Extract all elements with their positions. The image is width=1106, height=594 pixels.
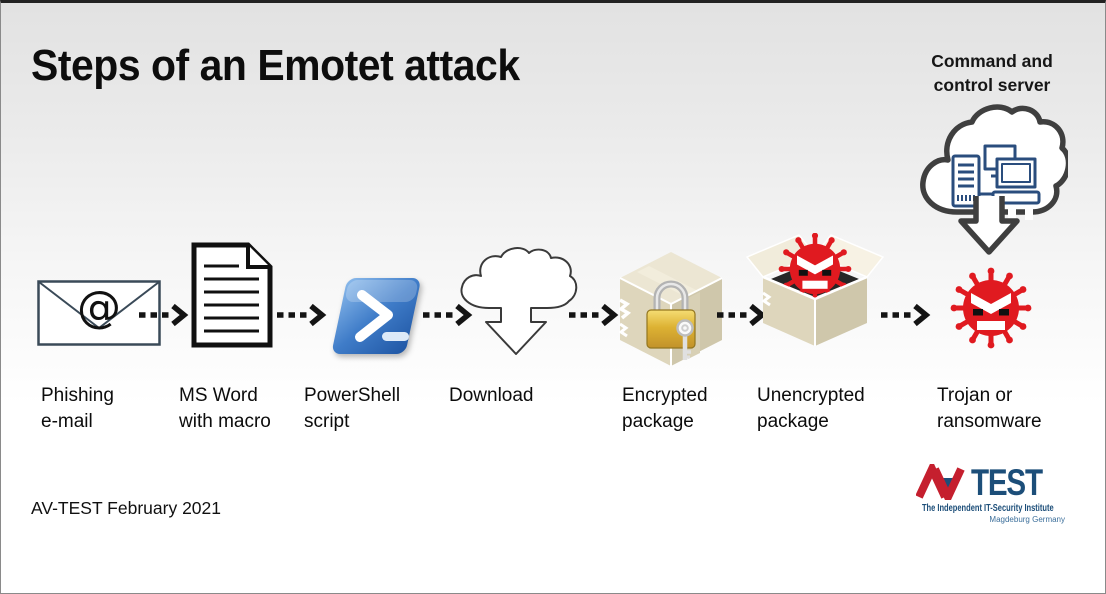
arrow-down-icon bbox=[958, 196, 1020, 255]
avtest-tagline: The Independent IT-Security Institute bbox=[922, 503, 1054, 514]
flow-arrow-icon bbox=[569, 303, 619, 327]
avtest-location: Magdeburg Germany bbox=[989, 515, 1065, 524]
avtest-logo: TEST The Independent IT-Security Institu… bbox=[907, 462, 1069, 524]
open-parcel-virus-icon bbox=[745, 233, 885, 346]
page-title: Steps of an Emotet attack bbox=[31, 41, 520, 90]
locked-parcel-icon bbox=[619, 252, 723, 366]
flow-arrow-icon bbox=[139, 303, 189, 327]
document-icon bbox=[191, 242, 273, 348]
flow-arrow-icon bbox=[423, 303, 473, 327]
server-computers-icon bbox=[951, 144, 1041, 208]
padlock-icon bbox=[646, 280, 696, 360]
flow-arrow-icon bbox=[881, 303, 931, 327]
avtest-av-mark-icon bbox=[916, 464, 965, 500]
virus-icon bbox=[947, 264, 1035, 352]
step-label-download: Download bbox=[449, 385, 534, 406]
cloud-download-icon bbox=[460, 247, 578, 355]
avtest-logo-text: TEST bbox=[971, 462, 1043, 503]
command-control-label: Command and control server bbox=[931, 51, 1053, 95]
at-symbol: @ bbox=[77, 282, 121, 333]
powershell-icon bbox=[332, 278, 420, 354]
flow-arrow-icon bbox=[717, 303, 767, 327]
command-control-cloud-icon bbox=[920, 104, 1068, 255]
flow-arrow-icon bbox=[277, 303, 327, 327]
source-caption: AV-TEST February 2021 bbox=[31, 498, 221, 518]
